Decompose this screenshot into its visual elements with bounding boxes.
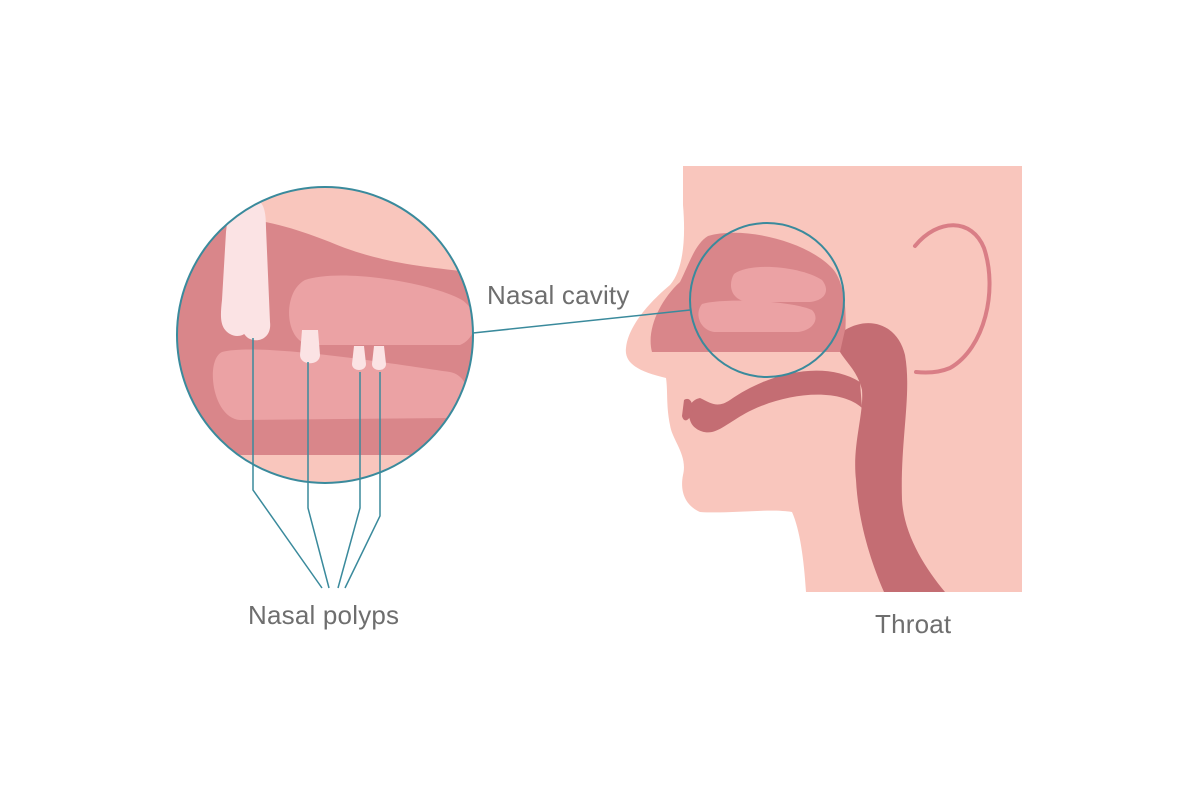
leader-lines <box>252 309 691 589</box>
polyp-leader-4 <box>344 372 381 589</box>
palate-tongue <box>688 370 862 433</box>
epiglottis-lips <box>682 398 693 421</box>
zoom-upper-turbinate <box>289 275 473 345</box>
zoom-view <box>177 187 473 483</box>
lower-turbinate <box>698 300 816 332</box>
zoom-lower-turbinate <box>212 349 468 420</box>
airway-throat <box>840 323 945 592</box>
zoom-circle-border <box>176 186 474 484</box>
polyp-small-1 <box>300 330 320 364</box>
ear <box>913 223 992 375</box>
nasal-cavity-label: Nasal cavity <box>487 280 630 310</box>
polyp-small-2 <box>352 346 366 370</box>
nasal-polyps-label: Nasal polyps <box>248 600 400 630</box>
nasal-cavity-highlight-circle <box>689 222 845 378</box>
polyp-small-3 <box>372 346 386 370</box>
polyp-large-2 <box>240 200 271 341</box>
throat-label: Throat <box>875 609 952 639</box>
zoom-floor <box>177 455 473 483</box>
polyp-leader-3 <box>337 372 361 589</box>
upper-turbinate <box>730 266 826 302</box>
polyp-leader-1 <box>252 338 323 589</box>
head-profile <box>625 166 1022 592</box>
polyp-leader-2 <box>307 362 330 589</box>
zoom-connector-line <box>472 309 691 334</box>
